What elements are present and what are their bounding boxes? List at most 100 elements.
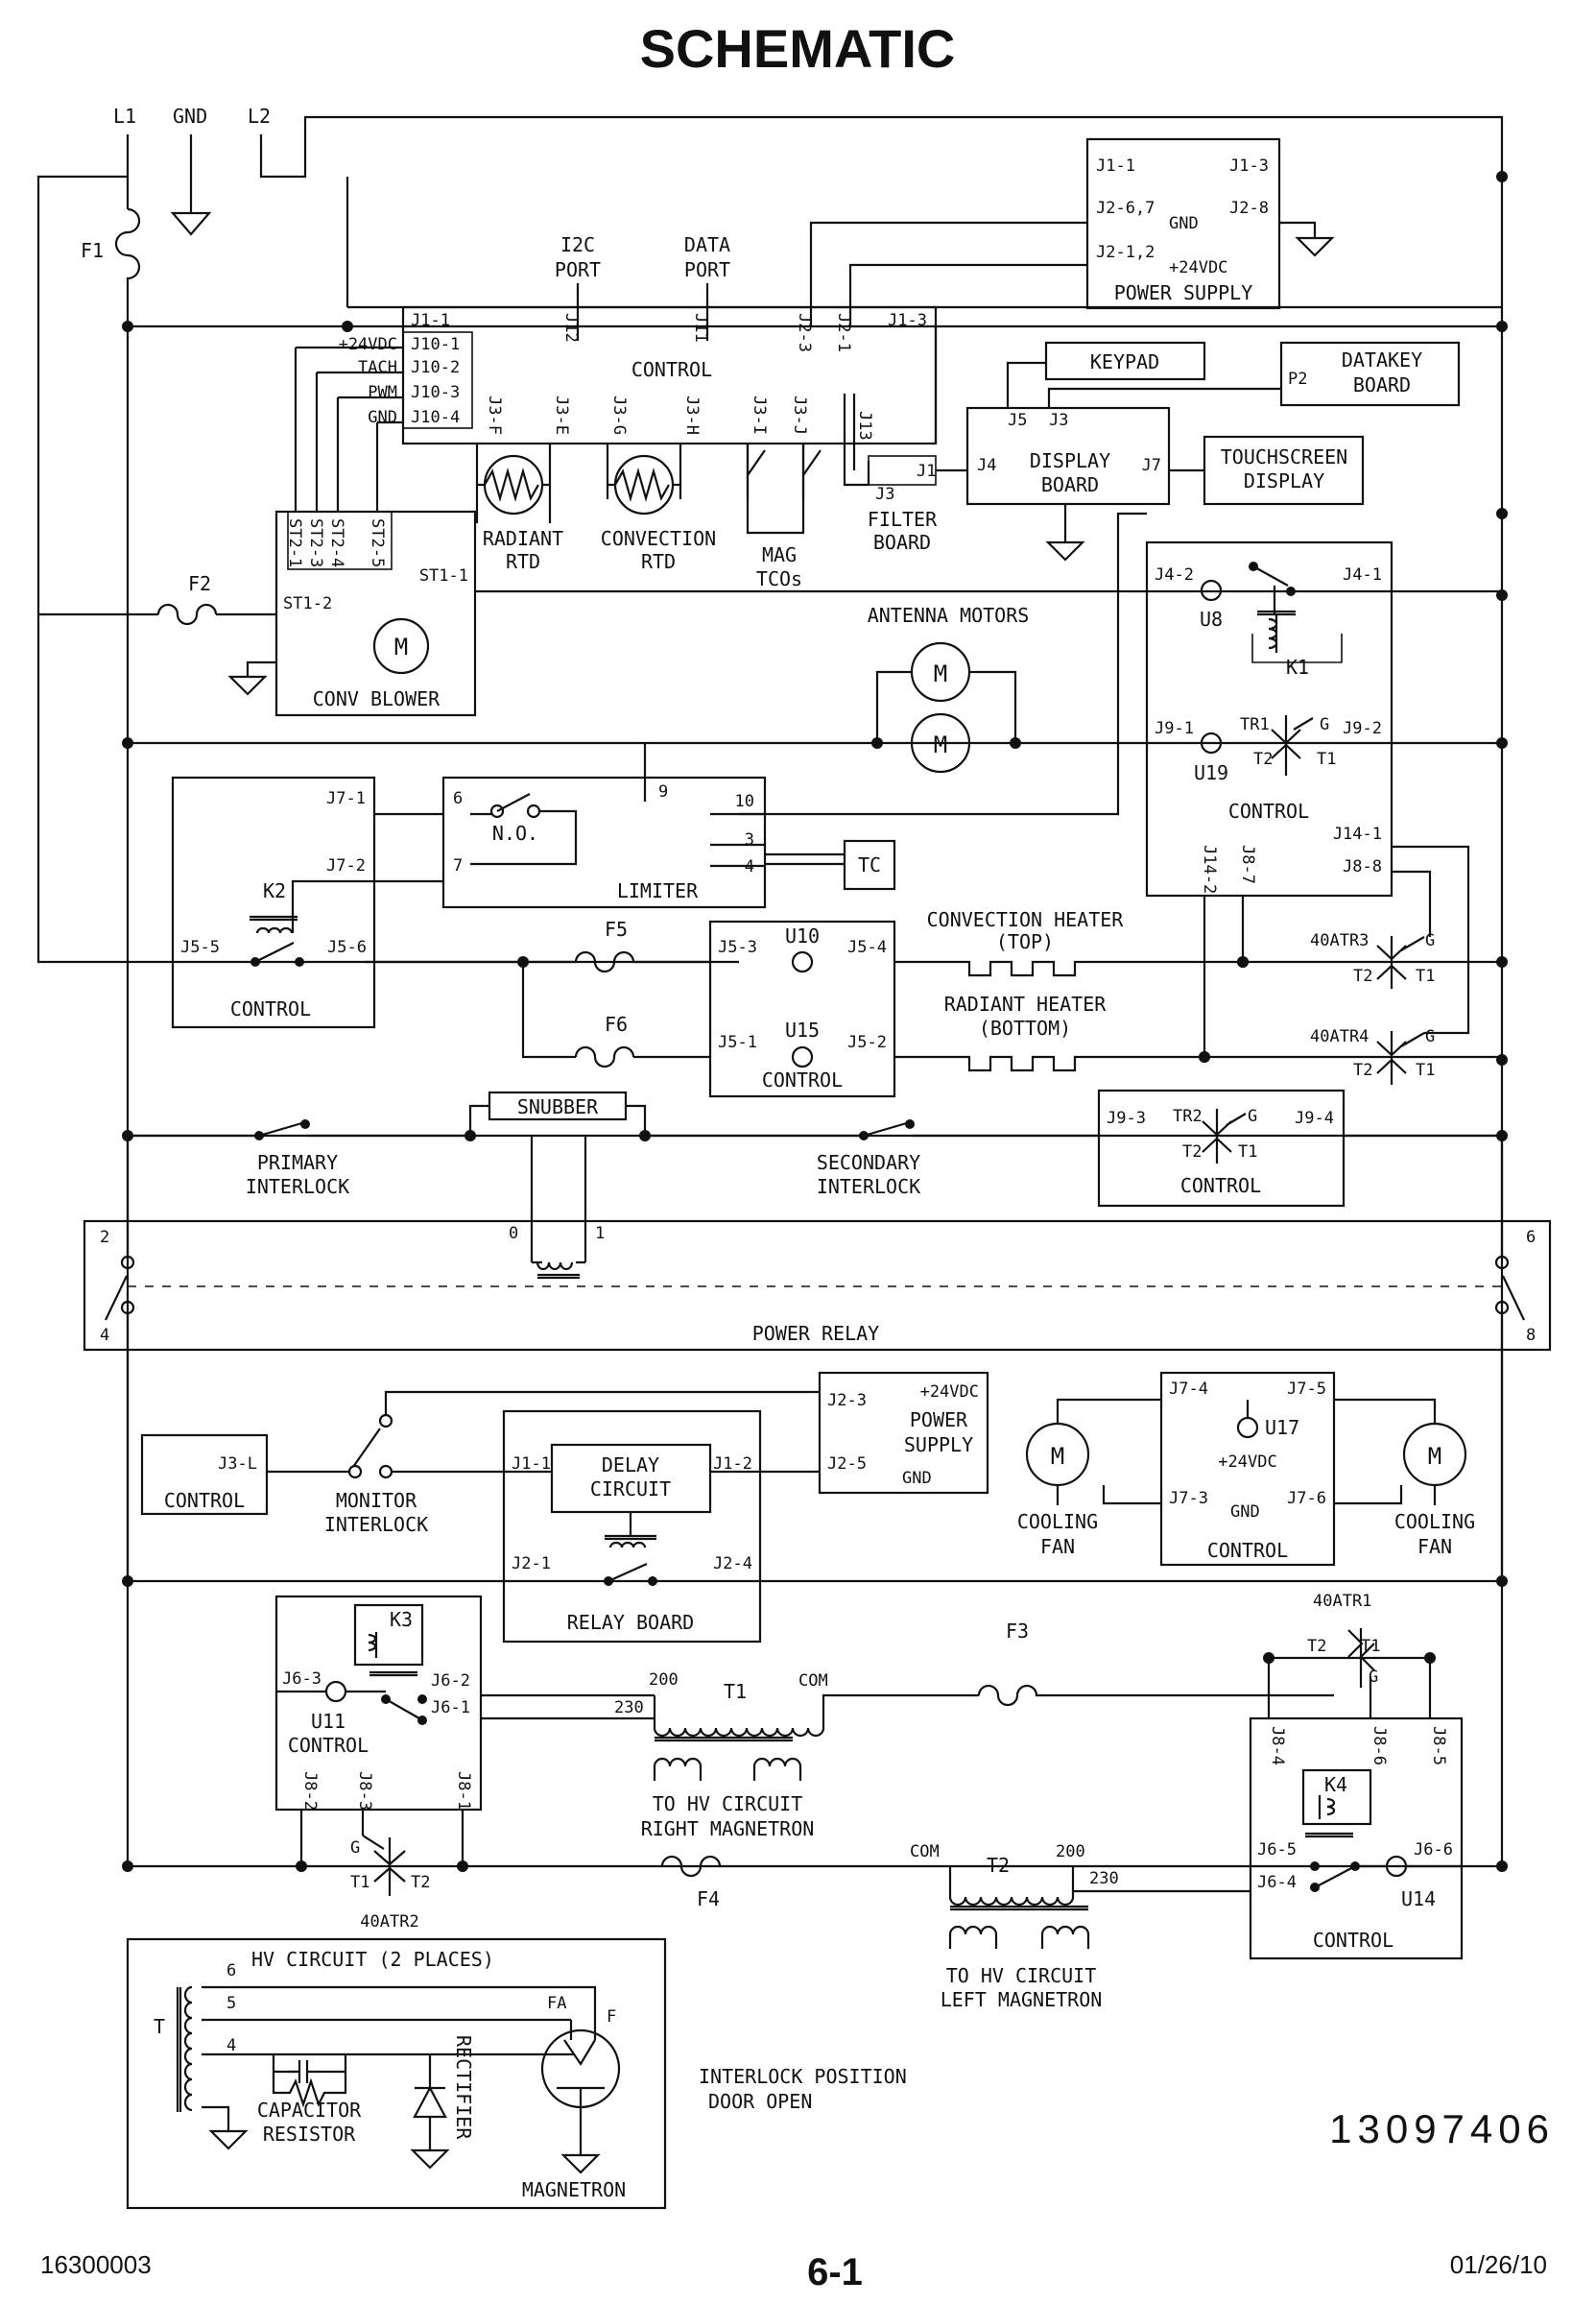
ps-j1-1: J1-1 xyxy=(1096,156,1135,176)
power-relay: 2 4 6 8 0 1 POWER RELAY xyxy=(83,1136,1552,1581)
main-control: I2C PORT DATA PORT CONTROL J1-1 J10-1 J1… xyxy=(339,233,938,499)
f5-fuse xyxy=(574,950,635,973)
cm-j13: J13 xyxy=(855,411,874,441)
u11-j8-3: J8-3 xyxy=(355,1771,374,1811)
tr1-g: G xyxy=(1320,715,1329,734)
fan-left-m: M xyxy=(1051,1443,1064,1470)
u14-j6-6: J6-6 xyxy=(1414,1840,1453,1860)
fan-j7-3: J7-3 xyxy=(1169,1489,1208,1508)
blower-st1-2: ST1-2 xyxy=(283,594,332,613)
f2-fuse xyxy=(156,603,218,626)
f5-label: F5 xyxy=(605,918,628,941)
delay-1: DELAY xyxy=(602,1453,659,1476)
fan-j7-5: J7-5 xyxy=(1287,1380,1326,1399)
u10-label: U10 xyxy=(785,924,820,948)
gnd-label: GND xyxy=(173,105,207,128)
tr2-t2: T2 xyxy=(1182,1142,1202,1162)
snubber-label: SNUBBER xyxy=(517,1095,599,1118)
u19-j9-2: J9-2 xyxy=(1343,719,1382,738)
antenna-m1: M xyxy=(934,660,947,687)
blower-st2-3: ST2-3 xyxy=(306,518,325,567)
page-number: 6-1 xyxy=(807,2251,863,2293)
k4-label: K4 xyxy=(1324,1773,1347,1796)
f1-label: F1 xyxy=(81,239,104,262)
hv-title: HV CIRCUIT (2 PLACES) xyxy=(251,1948,494,1971)
display-ground-icon xyxy=(1045,504,1085,562)
blower-st2-5: ST2-5 xyxy=(368,518,387,567)
hv-p4: 4 xyxy=(226,2036,236,2055)
ps2-j2-5: J2-5 xyxy=(827,1454,867,1474)
display-board-1: DISPLAY xyxy=(1030,449,1110,472)
filter-j3: J3 xyxy=(875,485,894,504)
relay-p8: 8 xyxy=(1526,1326,1536,1345)
control-u14-title: CONTROL xyxy=(1313,1929,1394,1952)
u14-j6-5: J6-5 xyxy=(1257,1840,1297,1860)
f6-fuse xyxy=(574,1045,635,1068)
k2-j7-2: J7-2 xyxy=(326,856,366,876)
t2-out-1: TO HV CIRCUIT xyxy=(946,1964,1097,1987)
blower-m: M xyxy=(394,634,408,660)
hv-t: T xyxy=(154,2015,165,2038)
atr3-label: 40ATR3 xyxy=(1310,931,1369,950)
control-u11-t1: K3 J6-3 U11 J6-2 J6-1 CONTROL J8-2 J8-3 … xyxy=(274,1595,1334,1932)
filter-and-display: J1 J3 FILTER BOARD J5 J3 J4 J7 DISPLAY B… xyxy=(868,341,1461,562)
antenna-m2: M xyxy=(934,732,947,758)
interlock-note-2: DOOR OPEN xyxy=(708,2090,812,2113)
display-j7: J7 xyxy=(1142,456,1161,475)
tr2-g: G xyxy=(1248,1107,1257,1126)
radiant-rtd-1: RADIANT xyxy=(483,527,563,550)
primary-interlock-1: PRIMARY xyxy=(257,1151,338,1174)
radiant-rtd-icon xyxy=(483,454,544,516)
u19-label: U19 xyxy=(1194,761,1228,784)
u11-j6-3: J6-3 xyxy=(282,1669,322,1689)
t2-name: T2 xyxy=(987,1854,1010,1877)
ps-gnd: GND xyxy=(1169,214,1199,233)
conv-heater-1: CONVECTION HEATER xyxy=(927,908,1125,931)
drawing-number: 13097406 xyxy=(1329,2106,1555,2151)
t1-name: T1 xyxy=(724,1680,747,1703)
k2-j7-1: J7-1 xyxy=(326,789,366,808)
control-u14-t2: 40ATR1 T2 T1 G J8-4 J8-6 J8-5 K4 J6-5 J6… xyxy=(910,1592,1464,2011)
fan-left-1: COOLING xyxy=(1017,1510,1098,1533)
ps-title: POWER SUPPLY xyxy=(1114,281,1253,304)
t2-out-2: LEFT MAGNETRON xyxy=(941,1988,1103,2011)
u14-j6-4: J6-4 xyxy=(1257,1873,1297,1892)
blower-st1-1: ST1-1 xyxy=(419,566,468,586)
conv-heater-2: (TOP) xyxy=(996,930,1054,953)
cm-j2-3: J2-3 xyxy=(795,313,814,352)
u15-label: U15 xyxy=(785,1019,820,1042)
rad-heater-2: (BOTTOM) xyxy=(979,1017,1071,1040)
convection-rtd-2: RTD xyxy=(641,550,676,573)
convection-rtd-icon xyxy=(613,454,675,516)
u19-j9-1: J9-1 xyxy=(1155,719,1194,738)
f4-fuse xyxy=(660,1855,722,1878)
convection-rtd-1: CONVECTION xyxy=(601,527,716,550)
atr2-t2: T2 xyxy=(411,1873,430,1892)
cm-j1-1: J1-1 xyxy=(411,311,450,330)
blower-ground-icon xyxy=(227,660,276,696)
delay-2: CIRCUIT xyxy=(590,1477,671,1500)
u8-j4-2: J4-2 xyxy=(1155,565,1194,585)
limiter-p6: 6 xyxy=(453,789,463,808)
antenna-motor-2-icon xyxy=(910,712,971,774)
atr2-label: 40ATR2 xyxy=(360,1912,418,1932)
relay-board-section: J3-L CONTROL MONITOR INTERLOCK J1-1 J1-2… xyxy=(140,1371,989,1644)
datakey-1: DATAKEY xyxy=(1342,348,1422,372)
t1-out-2: RIGHT MAGNETRON xyxy=(641,1817,815,1840)
atr4-label: 40ATR4 xyxy=(1310,1027,1369,1046)
atr2-g: G xyxy=(350,1838,360,1858)
filter-board-1: FILTER xyxy=(868,508,938,531)
u14-j8-5: J8-5 xyxy=(1429,1726,1448,1765)
doc-date: 01/26/10 xyxy=(1450,2250,1547,2279)
i2c-label-1: I2C xyxy=(560,233,595,256)
k2-label: K2 xyxy=(263,879,286,902)
ps-ground-icon xyxy=(1279,221,1335,257)
u14-j8-4: J8-4 xyxy=(1268,1726,1287,1765)
rb-j2-1: J2-1 xyxy=(512,1554,551,1573)
atr3-t1: T1 xyxy=(1416,967,1435,986)
radiant-heater-element xyxy=(894,1055,1377,1072)
rectifier-label: RECTIFIER xyxy=(452,2035,475,2140)
l2-label: L2 xyxy=(248,105,271,128)
rb-j1-1: J1-1 xyxy=(512,1454,551,1474)
u11-j6-1: J6-1 xyxy=(431,1698,470,1717)
